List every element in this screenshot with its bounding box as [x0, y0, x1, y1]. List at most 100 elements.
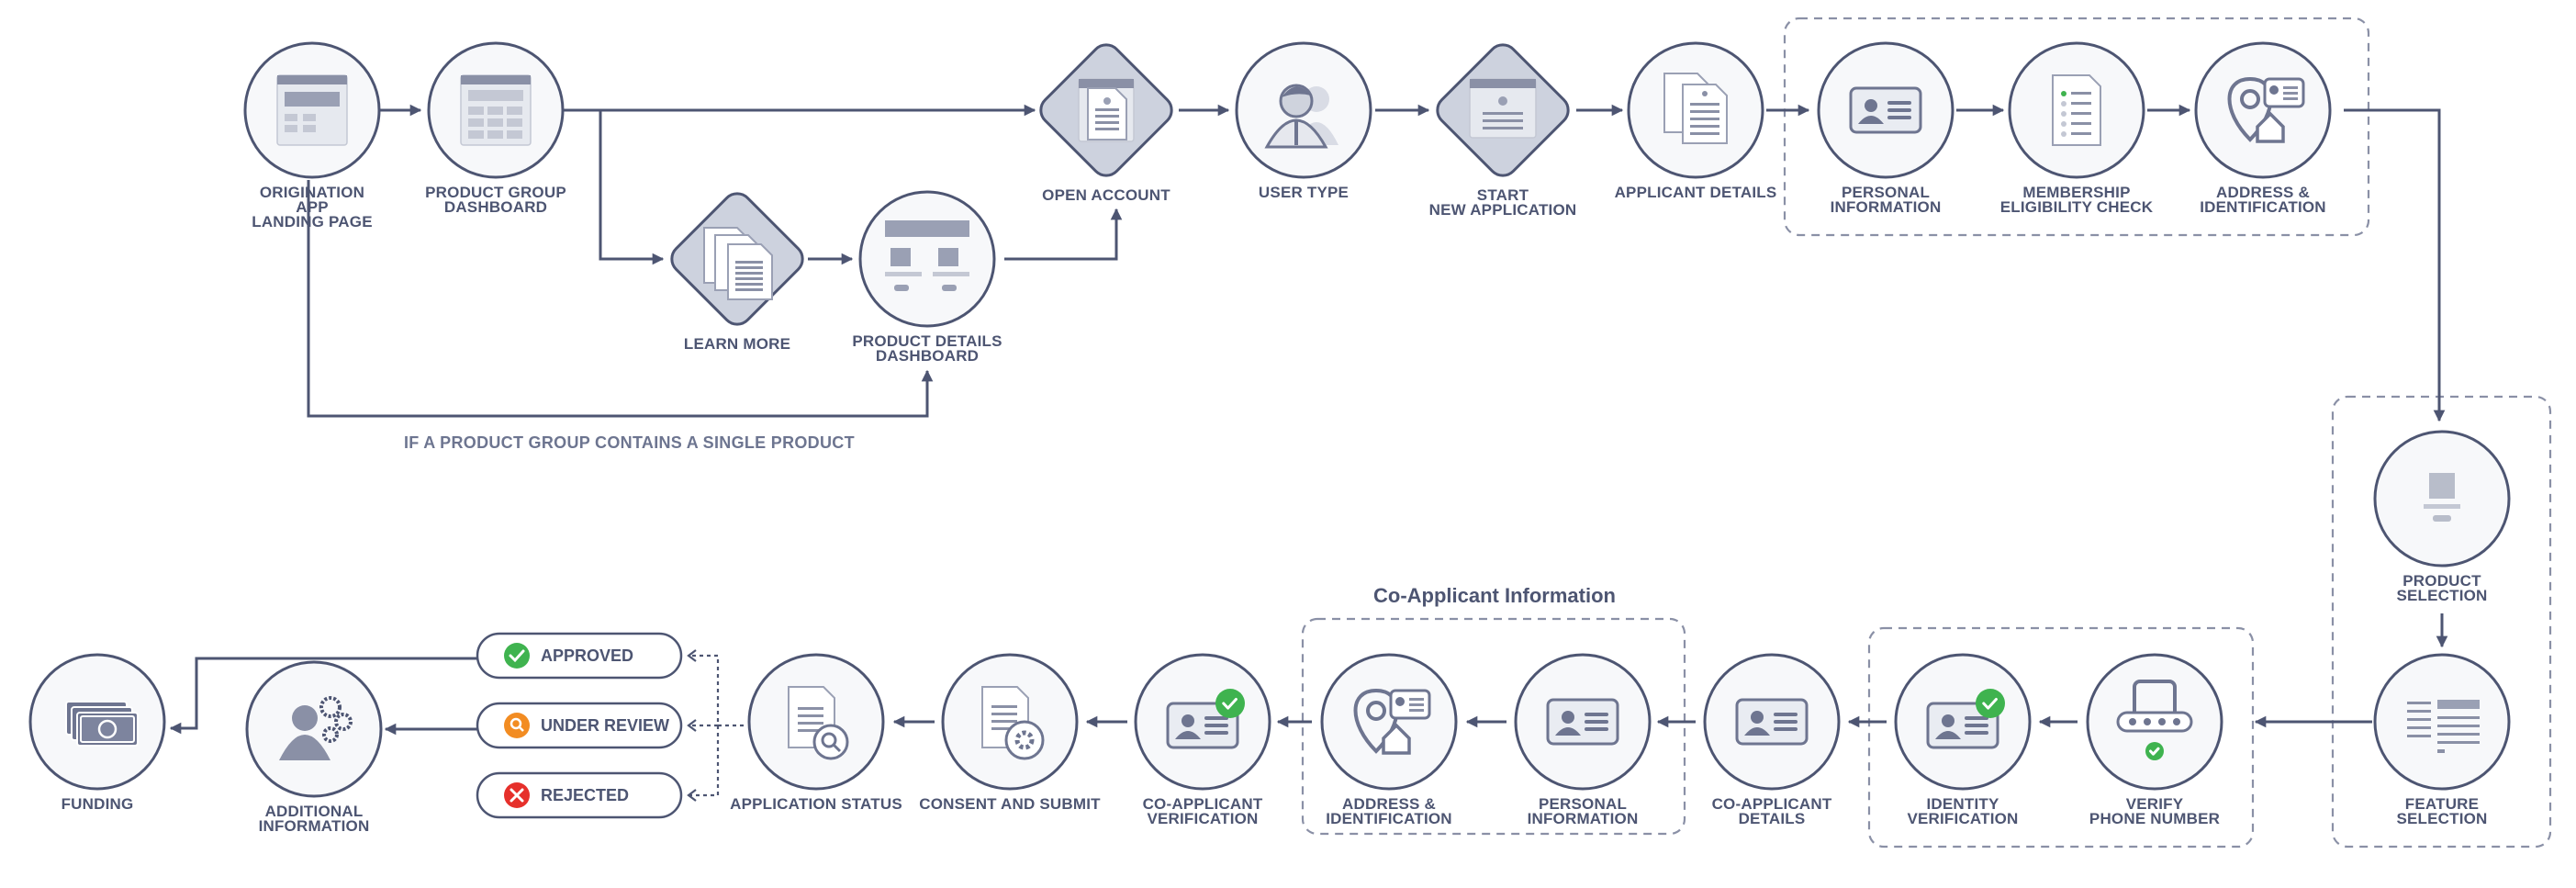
details-layout-icon — [885, 220, 969, 291]
dashboard-grid-icon — [460, 74, 532, 146]
label-line: START — [1477, 186, 1529, 204]
label-line: LEARN MORE — [684, 335, 790, 353]
node-co-address-id[interactable] — [1320, 653, 1458, 791]
label-line: DASHBOARD — [876, 347, 979, 365]
label-line: PHONE NUMBER — [2089, 810, 2220, 827]
phone-verify-icon — [2116, 680, 2193, 760]
checklist-icon — [2052, 74, 2101, 146]
node-user-type[interactable] — [1235, 41, 1372, 179]
id-card-check-icon — [1166, 689, 1245, 749]
label-line: ORIGINATION — [260, 184, 364, 201]
node-label-funding: FUNDING — [62, 795, 134, 813]
id-card-check-icon — [1926, 689, 2005, 749]
document-search-icon — [788, 686, 849, 760]
id-card-icon — [1849, 86, 1922, 134]
node-origination[interactable] — [243, 41, 381, 179]
group-product — [2331, 395, 2552, 849]
label-line: SELECTION — [2396, 810, 2487, 827]
location-id-icon — [1353, 688, 1431, 755]
edge-address-id-product-selection — [2344, 108, 2446, 422]
node-product-details[interactable] — [858, 190, 996, 328]
group-applicant-info — [1783, 17, 2370, 237]
status-rejected[interactable]: REJECTED — [476, 771, 683, 819]
x-circle-icon — [504, 782, 530, 808]
label-line: FUNDING — [62, 795, 134, 813]
search-circle-icon — [504, 713, 530, 738]
document-window-icon — [1078, 78, 1135, 142]
browser-window-icon — [276, 74, 348, 146]
node-co-personal-info[interactable] — [1514, 653, 1652, 791]
label-line: IDENTITY — [1926, 795, 1999, 813]
label-line: APPLICATION STATUS — [730, 795, 902, 813]
label-line: OPEN ACCOUNT — [1042, 186, 1170, 204]
node-consent-submit[interactable] — [941, 653, 1079, 791]
label-line: USER TYPE — [1259, 184, 1349, 201]
node-feature-selection[interactable] — [2373, 653, 2511, 791]
id-card-icon — [1735, 698, 1809, 746]
status-label: APPROVED — [541, 646, 633, 665]
label-line: DETAILS — [1739, 810, 1806, 827]
node-label-application-status: APPLICATION STATUS — [730, 795, 902, 813]
label-line: VERIFICATION — [1147, 810, 1258, 827]
label-line: PERSONAL — [1842, 184, 1930, 201]
edge-single-product-shortcut — [307, 180, 934, 418]
node-learn-more[interactable] — [666, 187, 809, 331]
node-label-open-account: OPEN ACCOUNT — [1042, 186, 1170, 204]
label-line: DASHBOARD — [444, 198, 547, 216]
coapplicant-info-title: Co-Applicant Information — [1373, 584, 1616, 607]
documents-icon — [1663, 73, 1728, 144]
node-identity-verification[interactable] — [1894, 653, 2032, 791]
node-label-user-type: USER TYPE — [1259, 184, 1349, 201]
user-group-icon — [1264, 84, 1338, 149]
label-line: PRODUCT — [2402, 572, 2481, 590]
status-branch-arrowhead — [687, 649, 697, 662]
status-under-review[interactable]: UNDER REVIEW — [476, 702, 683, 749]
id-card-icon — [1546, 698, 1619, 746]
label-line: SELECTION — [2396, 587, 2487, 604]
product-selection-icon — [2424, 473, 2460, 522]
location-id-icon — [2227, 76, 2305, 143]
label-line: MEMBERSHIP — [2022, 184, 2130, 201]
node-membership[interactable] — [2008, 41, 2145, 179]
status-approved[interactable]: APPROVED — [476, 632, 683, 680]
node-funding[interactable] — [28, 653, 166, 791]
label-line: APP — [296, 198, 329, 216]
edge-product-details-open-account — [1004, 208, 1123, 261]
node-open-account[interactable] — [1035, 39, 1178, 182]
node-applicant-details[interactable] — [1627, 41, 1764, 179]
label-line: ELIGIBILITY CHECK — [2000, 198, 2154, 216]
label-line: CONSENT AND SUBMIT — [919, 795, 1101, 813]
node-label-consent-submit: CONSENT AND SUBMIT — [919, 795, 1101, 813]
label-line: INFORMATION — [1831, 198, 1942, 216]
label-line: FEATURE — [2405, 795, 2479, 813]
node-additional-info[interactable] — [245, 660, 383, 798]
status-branch-arrowhead — [687, 789, 697, 802]
node-product-selection[interactable] — [2373, 430, 2511, 568]
node-personal-info[interactable] — [1817, 41, 1954, 179]
node-verify-phone[interactable] — [2086, 653, 2223, 791]
stacked-documents-icon — [703, 227, 773, 300]
node-coapplicant-details[interactable] — [1703, 653, 1841, 791]
node-address-id[interactable] — [2194, 41, 2332, 179]
node-start-application[interactable] — [1431, 39, 1574, 182]
label-line: PRODUCT DETAILS — [852, 332, 1002, 350]
node-product-group[interactable] — [427, 41, 565, 179]
node-application-status[interactable] — [747, 653, 885, 791]
label-line: ADDRESS & — [1342, 795, 1436, 813]
node-coapplicant-verification[interactable] — [1134, 653, 1271, 791]
node-label-co-address-id: ADDRESS &IDENTIFICATION — [1326, 795, 1452, 827]
status-label: REJECTED — [541, 786, 629, 804]
